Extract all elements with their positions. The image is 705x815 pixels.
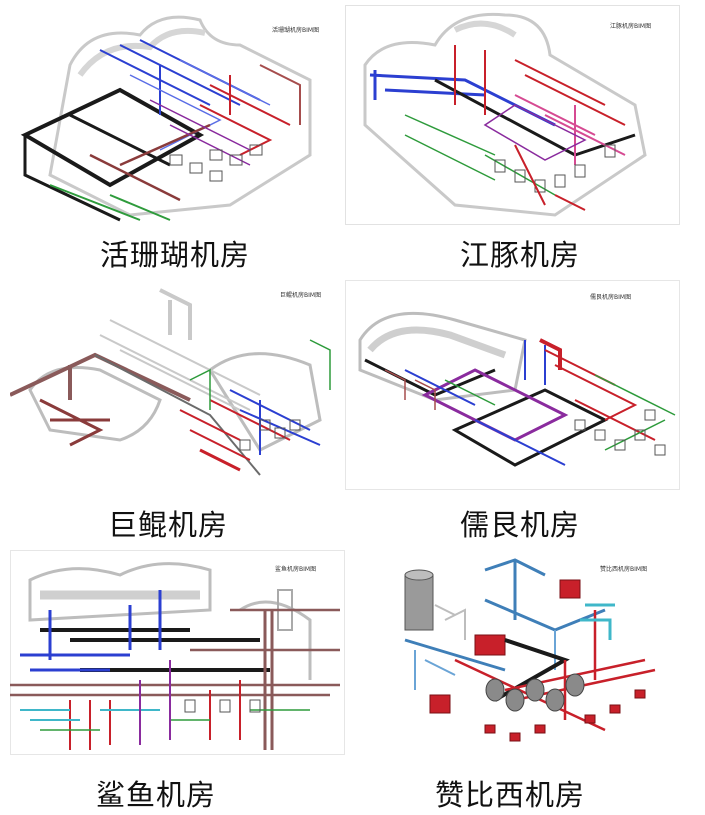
caption-dugong: 儒艮机房 (460, 508, 581, 542)
bim-render-dugong (345, 280, 680, 490)
bim-render-live-coral (10, 5, 335, 225)
sheet-note: 儒艮机房BIM图 (590, 294, 632, 301)
sheet-note: 巨鲲机房BIM图 (280, 292, 322, 299)
caption-finless-porpoise: 江豚机房 (460, 238, 581, 272)
bim-render-shark (10, 550, 345, 755)
sheet-note: 赞比西机房BIM图 (600, 566, 648, 573)
panel-giant-kun: 巨鲲机房BIM图 (10, 280, 335, 490)
panel-finless-porpoise: 江豚机房BIM图 (345, 5, 680, 225)
sheet-note: 鲨鱼机房BIM图 (275, 566, 317, 573)
panel-dugong: 儒艮机房BIM图 (345, 280, 680, 490)
sheet-note: 江豚机房BIM图 (610, 23, 652, 30)
sheet-note: 活珊瑚机房BIM图 (272, 27, 320, 34)
bim-render-finless-porpoise (345, 5, 680, 225)
caption-live-coral: 活珊瑚机房 (100, 238, 251, 272)
bim-render-zambezi (355, 550, 680, 755)
panel-zambezi: 赞比西机房BIM图 (355, 550, 680, 755)
caption-giant-kun: 巨鲲机房 (108, 508, 229, 542)
bim-render-giant-kun (10, 280, 335, 490)
panel-live-coral: 活珊瑚机房BIM图 (10, 5, 335, 225)
caption-shark: 鲨鱼机房 (96, 778, 217, 812)
panel-shark: 鲨鱼机房BIM图 (10, 550, 345, 755)
caption-zambezi: 赞比西机房 (435, 778, 586, 812)
